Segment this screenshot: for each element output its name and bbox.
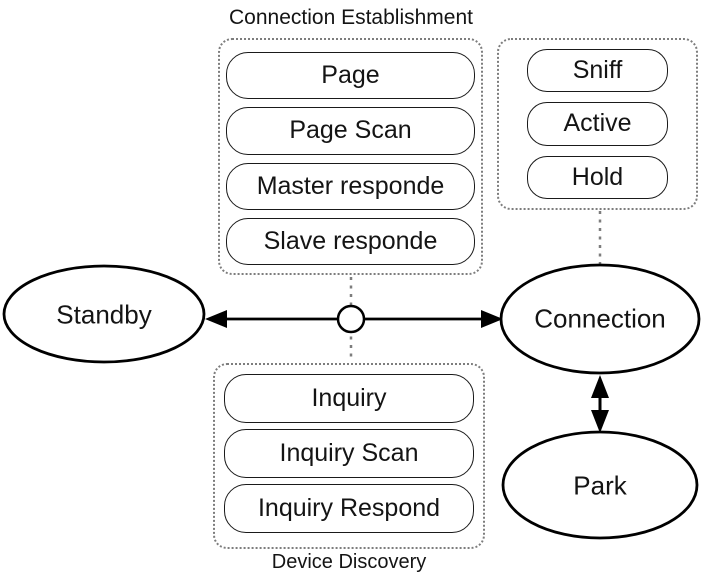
standby-state-ellipse — [2, 264, 206, 364]
node-sniff: Sniff — [527, 49, 668, 93]
device-discovery-group-box: Inquiry Inquiry Scan Inquiry Respond — [213, 363, 485, 549]
standby-state-label: Standby — [56, 299, 152, 330]
node-active: Active — [527, 102, 668, 146]
connection-state-ellipse — [499, 263, 701, 375]
node-page: Page — [226, 52, 475, 100]
connection-establishment-group-box: Page Page Scan Master responde Slave res… — [218, 38, 483, 275]
node-slave-responde: Slave responde — [226, 217, 475, 265]
node-inquiry-respond: Inquiry Respond — [224, 484, 474, 533]
connection-state-label: Connection — [534, 303, 666, 334]
node-inquiry-scan: Inquiry Scan — [224, 429, 474, 478]
connection-modes-group-box: Sniff Active Hold — [497, 38, 698, 210]
node-page-scan: Page Scan — [226, 107, 475, 155]
junction-circle — [336, 304, 366, 334]
connection-park-arrow — [591, 375, 609, 433]
connection-establishment-caption: Connection Establishment — [229, 6, 473, 29]
park-state-ellipse — [501, 430, 699, 540]
node-hold: Hold — [527, 155, 668, 199]
node-master-responde: Master responde — [226, 162, 475, 210]
park-state-label: Park — [573, 470, 627, 501]
device-discovery-caption: Device Discovery — [271, 551, 427, 573]
node-inquiry: Inquiry — [224, 374, 474, 423]
